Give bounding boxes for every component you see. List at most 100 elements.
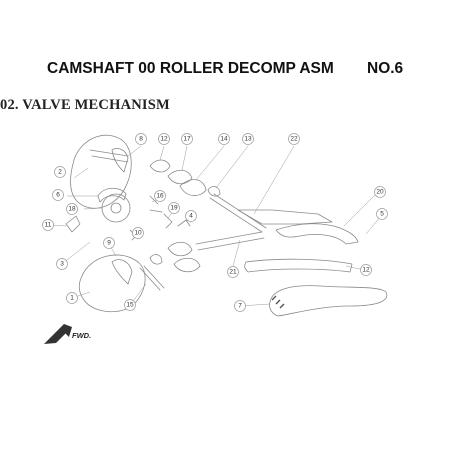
leader-13 [215, 145, 249, 189]
callout-6: 6 [52, 189, 64, 201]
callout-circle [54, 166, 66, 178]
callout-15: 15 [124, 299, 136, 311]
callout-number: 21 [229, 269, 237, 276]
callout-13: 13 [242, 133, 254, 145]
callout-number: 11 [45, 222, 52, 229]
callout-12: 12 [360, 264, 372, 276]
callout-number: 12 [362, 267, 370, 274]
callout-number: 7 [238, 303, 242, 310]
part-name: CAMSHAFT 00 ROLLER DECOMP ASM [47, 60, 334, 77]
callout-circle [42, 219, 54, 231]
callout-number: 19 [170, 205, 178, 212]
callout-11: 11 [42, 219, 54, 231]
bolt-4 [177, 219, 191, 227]
fwd-label: FWD. [72, 331, 91, 340]
callout-circle [376, 208, 388, 220]
callout-circle [168, 202, 180, 214]
callout-16: 16 [154, 190, 166, 202]
callout-4: 4 [185, 210, 197, 222]
leader-14 [195, 145, 225, 181]
page-title: CAMSHAFT 00 ROLLER DECOMP ASM NO.6 [0, 60, 450, 114]
upper-rocker-arm [111, 148, 129, 173]
spring-upper-17 [167, 169, 193, 185]
spring-upper-12 [149, 159, 171, 173]
spring-upper-14 [179, 179, 207, 196]
upper-rocker-shaft [89, 149, 129, 163]
callout-number: 14 [220, 136, 228, 143]
callout-circle [234, 300, 246, 312]
callout-circle [242, 133, 254, 145]
leader-17 [181, 145, 188, 171]
callout-circle [158, 133, 170, 145]
callout-14: 14 [218, 133, 230, 145]
callout-circle [135, 133, 147, 145]
shaft-15 [139, 265, 165, 291]
callout-number: 17 [183, 136, 191, 143]
push-rod-upper [209, 193, 267, 233]
callout-number: 15 [126, 302, 134, 309]
callout-17: 17 [181, 133, 193, 145]
retainer-13 [207, 186, 221, 197]
callout-8: 8 [135, 133, 147, 145]
callout-number: 16 [156, 193, 164, 200]
callout-9: 9 [103, 237, 115, 249]
callout-circle [288, 133, 300, 145]
callout-circle [181, 133, 193, 145]
callout-2: 2 [54, 166, 66, 178]
callout-circle [56, 258, 68, 270]
callout-21: 21 [227, 266, 239, 278]
callout-number: 22 [290, 136, 298, 143]
callout-number: 1 [70, 295, 74, 302]
lower-rocker-arm [111, 259, 133, 285]
callout-20: 20 [374, 186, 386, 198]
pin-16 [149, 195, 163, 213]
callout-number: 10 [134, 230, 142, 237]
cam-sprocket [101, 193, 131, 223]
callout-circle [52, 189, 64, 201]
clip-19 [163, 213, 173, 229]
callout-10: 10 [132, 227, 144, 239]
callout-number: 4 [189, 213, 193, 220]
callout-number: 8 [139, 136, 143, 143]
leader-21 [232, 239, 241, 267]
callout-number: 2 [58, 169, 62, 176]
upper-head-plate [70, 134, 132, 209]
callout-1: 1 [66, 292, 78, 304]
leader-22 [253, 145, 295, 215]
spring-lower-a [167, 241, 193, 257]
decomp-roller [97, 187, 127, 203]
part-number: NO.6 [367, 60, 404, 77]
callout-circle [66, 292, 78, 304]
leader-8 [127, 145, 142, 157]
forward-arrow-indicator: FWD. [44, 324, 91, 344]
callout-5: 5 [376, 208, 388, 220]
callout-number: 5 [380, 211, 384, 218]
callout-number: 20 [376, 189, 384, 196]
callout-circle [66, 203, 78, 215]
callout-number: 3 [60, 261, 64, 268]
section-heading: 02. VALVE MECHANISM [0, 97, 170, 113]
push-rod-lower [195, 231, 265, 251]
leader-2 [73, 167, 89, 179]
callout-circle [103, 237, 115, 249]
callout-number: 13 [244, 136, 252, 143]
leader-18 [83, 207, 103, 210]
cam-sprocket-hub [110, 202, 122, 214]
callout-circle [227, 266, 239, 278]
bracket-11 [65, 215, 81, 233]
callout-circle [360, 264, 372, 276]
callout-number: 18 [68, 206, 76, 213]
callout-number: 6 [56, 192, 60, 199]
callout-18: 18 [66, 203, 78, 215]
leader-5 [365, 215, 382, 235]
collet-lower [149, 254, 163, 265]
callout-circle [185, 210, 197, 222]
callout-circle [132, 227, 144, 239]
callout-12: 12 [158, 133, 170, 145]
callout-circle [374, 186, 386, 198]
callout-circle [218, 133, 230, 145]
callout-number: 9 [107, 240, 111, 247]
callout-circle [124, 299, 136, 311]
callout-19: 19 [168, 202, 180, 214]
